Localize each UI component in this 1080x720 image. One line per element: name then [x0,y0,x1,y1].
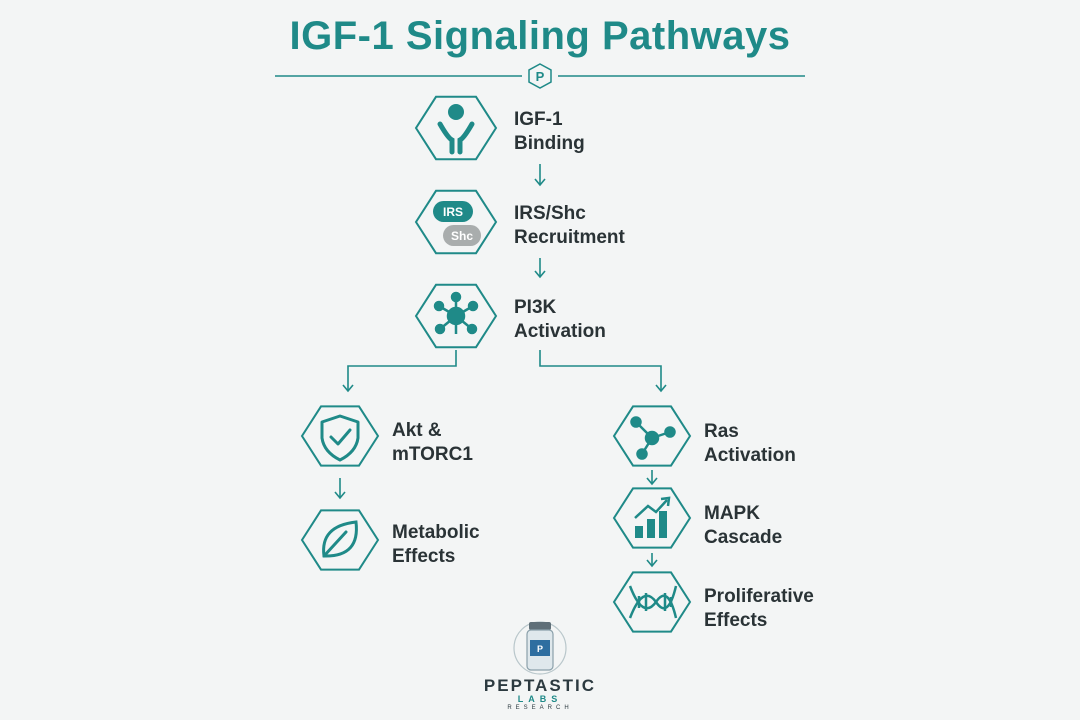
irs-pill-label: IRS [443,205,463,219]
receptor-icon [437,104,475,155]
branch-connector-left-head [342,384,354,393]
branch-connector [347,350,457,390]
label-metabolic-effects: Metabolic Effects [392,521,480,569]
dna-icon [628,585,678,619]
label-line: Metabolic [392,522,480,543]
brand-sub2: RESEARCH [507,705,573,711]
hexagon-node-prolif [612,571,692,633]
branch-connector-right [539,350,662,390]
shc-pill-label: Shc [451,229,473,243]
molecule-icon [630,416,676,460]
label-igf1-binding: IGF-1 Binding [514,108,585,156]
hexagon-node-mapk [612,487,692,549]
label-line: Akt & [392,420,442,441]
bar-growth-icon [634,496,671,538]
arrow-mapk-to-prolif-head [646,559,658,568]
label-line: mTORC1 [392,444,473,465]
label-mapk-cascade: MAPK Cascade [704,502,782,550]
leaf-icon [322,520,358,558]
label-line: Effects [704,610,768,631]
label-line: Effects [392,546,456,567]
logo-mark-letter: P [536,69,545,84]
brand-logo-bottle-icon: P [513,621,567,675]
logo-mark-icon: P [528,63,552,89]
shield-check-icon [320,414,360,462]
label-line: Ras [704,421,739,442]
label-line: Proliferative [704,586,814,607]
arrow-akt-to-metabolic-head [334,491,346,500]
label-line: IGF-1 [514,109,563,130]
label-line: Activation [704,445,796,466]
branch-connector-right-head [655,384,667,393]
network-hub-icon [433,291,479,335]
label-line: IRS/Shc [514,203,586,224]
label-line: Recruitment [514,227,625,248]
arrow-ras-to-mapk-head [646,477,658,486]
label-akt-mtorc1: Akt & mTORC1 [392,419,473,467]
label-line: Cascade [704,527,783,548]
label-irs-shc-recruitment: IRS/Shc Recruitment [514,202,625,250]
irs-shc-pill-icon: IRS Shc [433,201,481,246]
arrow-igf1-to-irs-head [534,178,546,187]
brand-sub: LABS [517,694,563,704]
label-line: Binding [514,133,585,154]
bottle-label-mark: P [537,644,543,654]
brand-name: PEPTASTIC [483,676,597,695]
arrow-irs-to-pi3k-head [534,270,546,279]
label-line: Activation [514,321,606,342]
label-pi3k-activation: PI3K Activation [514,296,606,344]
label-ras-activation: Ras Activation [704,420,796,468]
label-line: PI3K [514,297,557,318]
label-line: MAPK [704,503,760,524]
hexagon-node-igf1 [414,95,498,161]
label-proliferative-effects: Proliferative Effects [704,585,814,633]
page-title: IGF-1 Signaling Pathways [289,14,791,58]
